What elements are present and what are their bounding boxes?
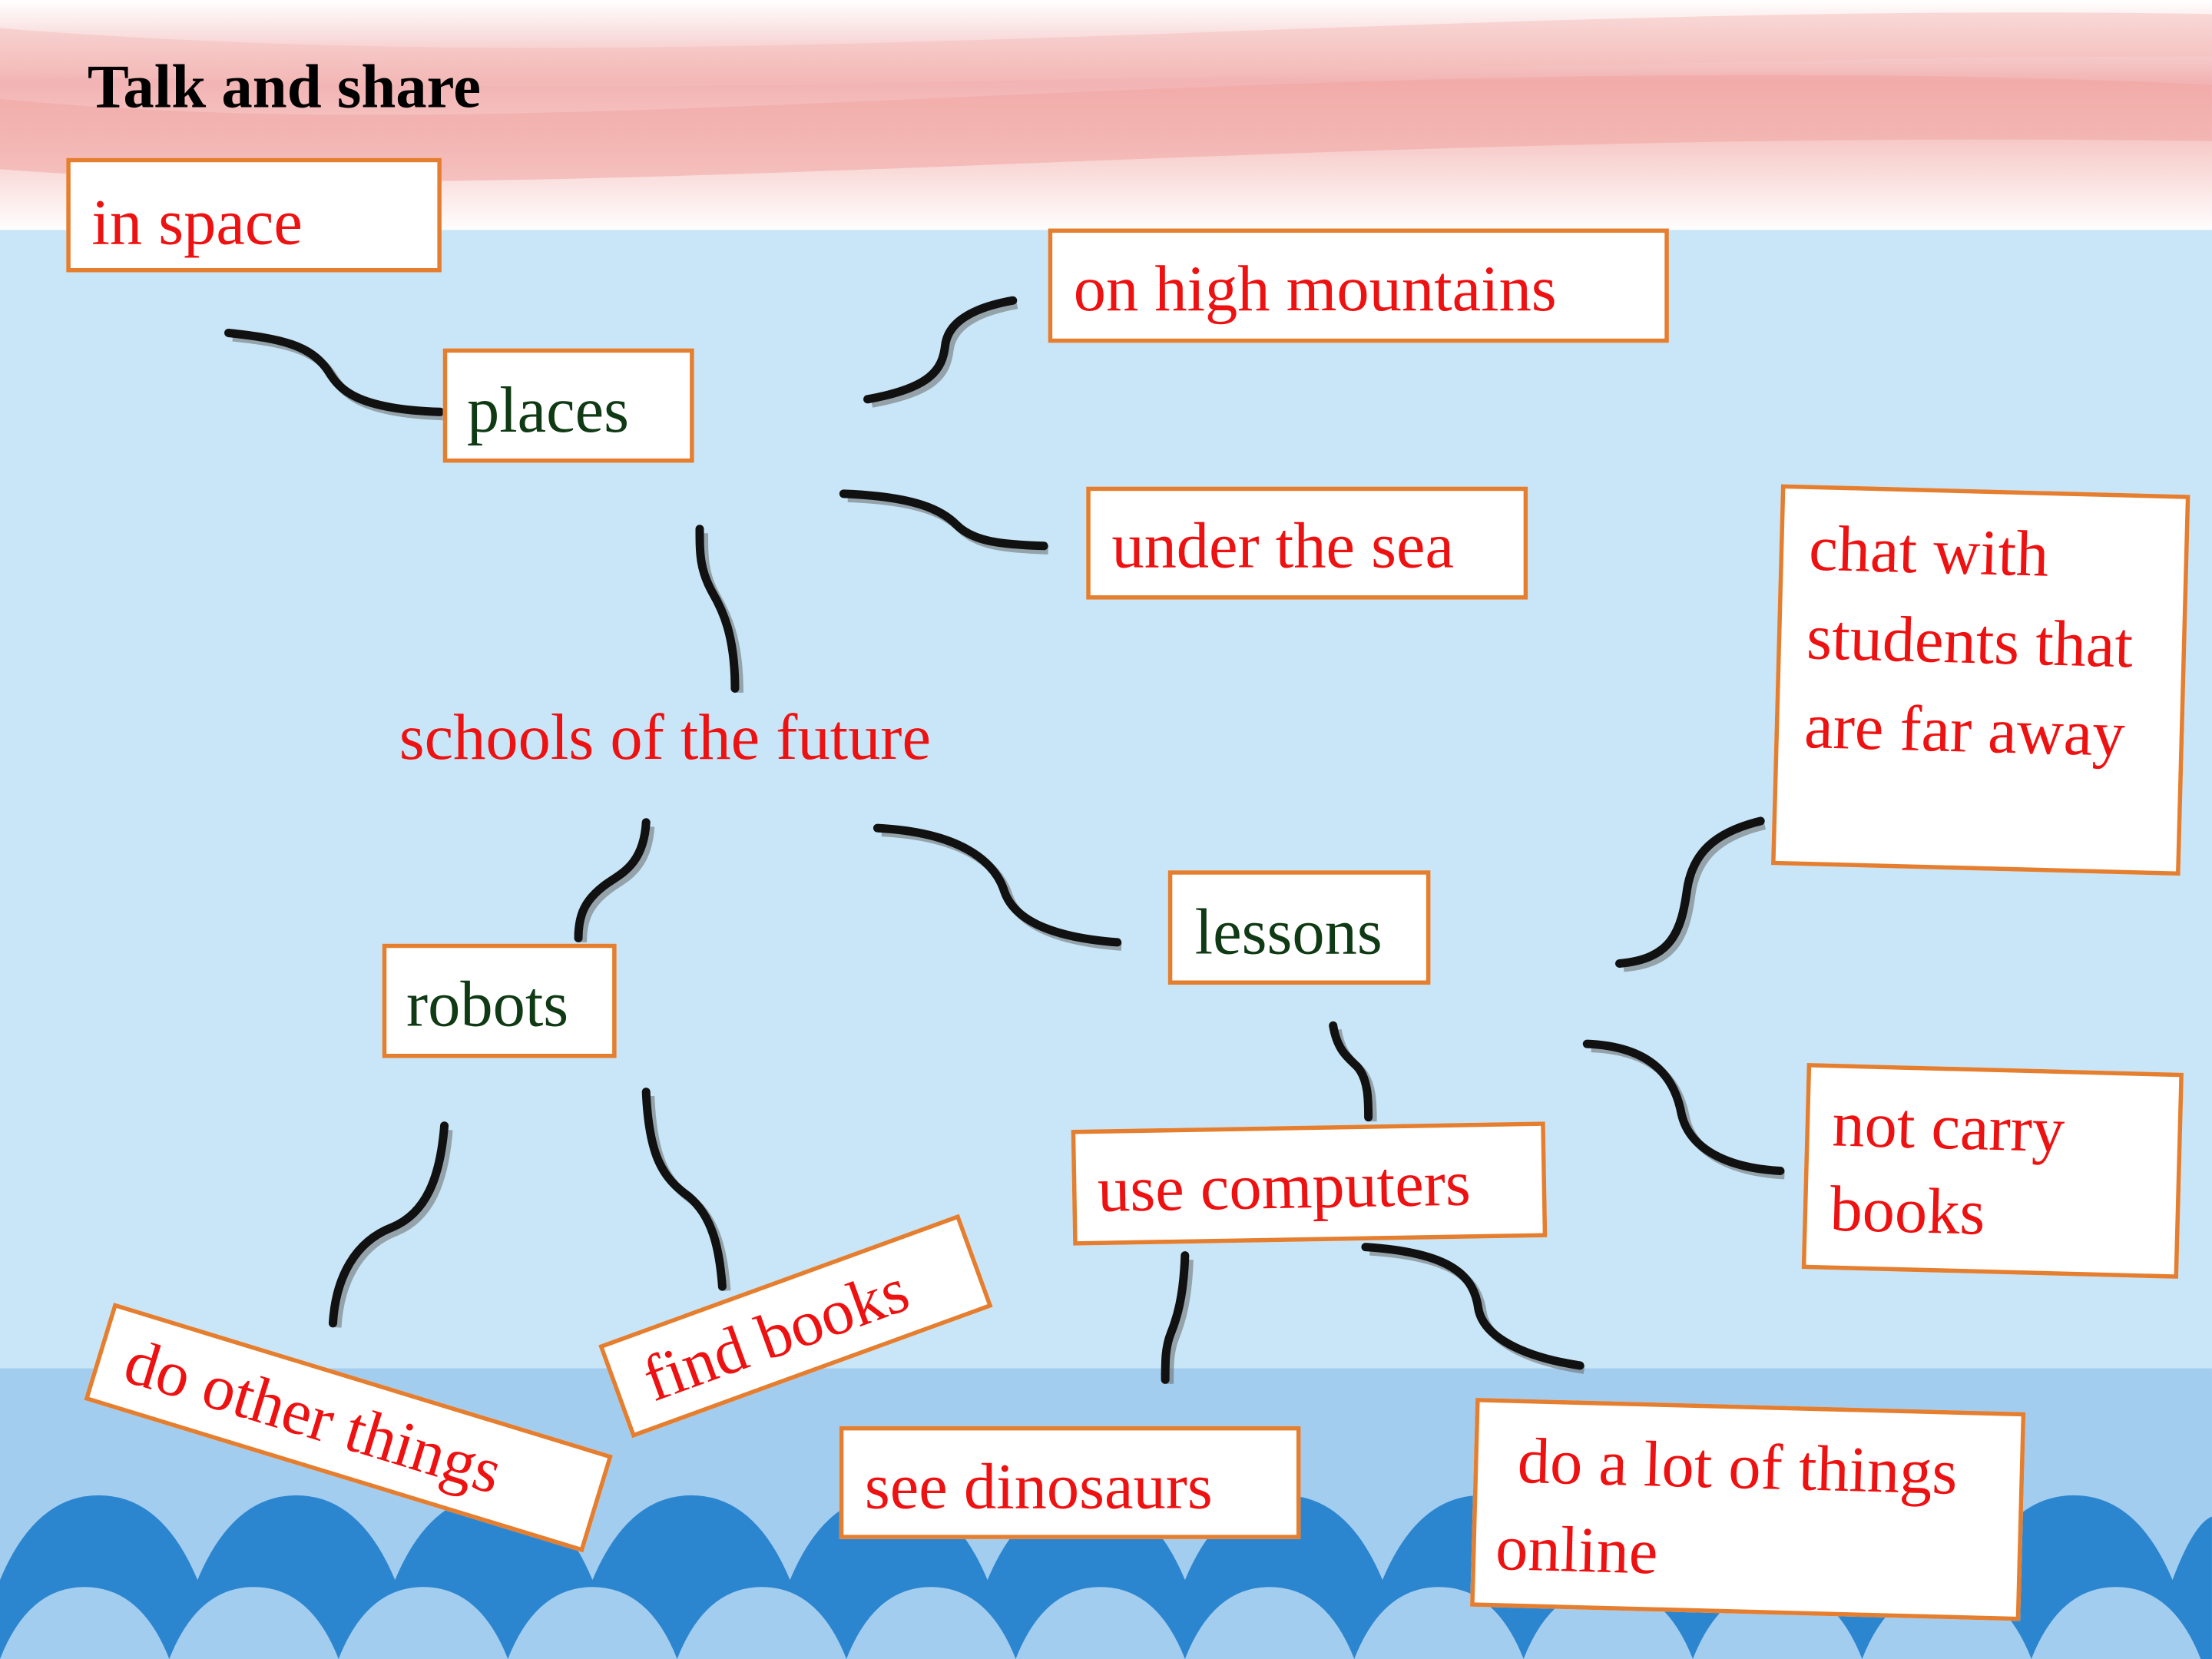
- node-robots: robots: [382, 943, 617, 1058]
- arrow-center-to-lessons: [873, 823, 1122, 947]
- node-see-dinosaurs: see dinosaurs: [839, 1426, 1301, 1539]
- arrow-lessons-to-computers: [1329, 1021, 1373, 1122]
- node-do-a-lot-online-text: do a lot of things online: [1495, 1424, 1959, 1588]
- node-places: places: [442, 348, 694, 463]
- arrow-center-to-places: [695, 525, 740, 693]
- arrow-computers-to-dinosaurs: [1161, 1251, 1190, 1384]
- node-in-space: in space: [66, 157, 442, 273]
- arrow-center-to-robots: [574, 818, 651, 942]
- arrow-places-to-mountains: [863, 296, 1018, 404]
- node-under-the-sea: under the sea: [1086, 486, 1528, 600]
- node-on-high-mountains: on high mountains: [1048, 228, 1669, 343]
- arrow-places-to-space: [224, 328, 445, 416]
- arrow-places-to-sea: [839, 489, 1048, 551]
- arrow-lessons-to-not-carry: [1582, 1039, 1785, 1175]
- slide-title: Talk and share: [87, 51, 481, 121]
- node-chat-with-students: chat with students that are far away: [1771, 484, 2190, 876]
- arrow-computers-to-online: [1361, 1243, 1584, 1370]
- arrow-robots-to-find-books: [641, 1088, 727, 1291]
- node-do-a-lot-online: do a lot of things online: [1470, 1398, 2026, 1621]
- arrow-lessons-to-chat: [1615, 816, 1765, 968]
- node-lessons: lessons: [1167, 870, 1431, 985]
- center-topic: schools of the future: [399, 700, 931, 773]
- node-use-computers: use computers: [1071, 1121, 1548, 1246]
- node-not-carry-books: not carry books: [1801, 1063, 2184, 1279]
- arrow-robots-to-other-things: [328, 1121, 449, 1328]
